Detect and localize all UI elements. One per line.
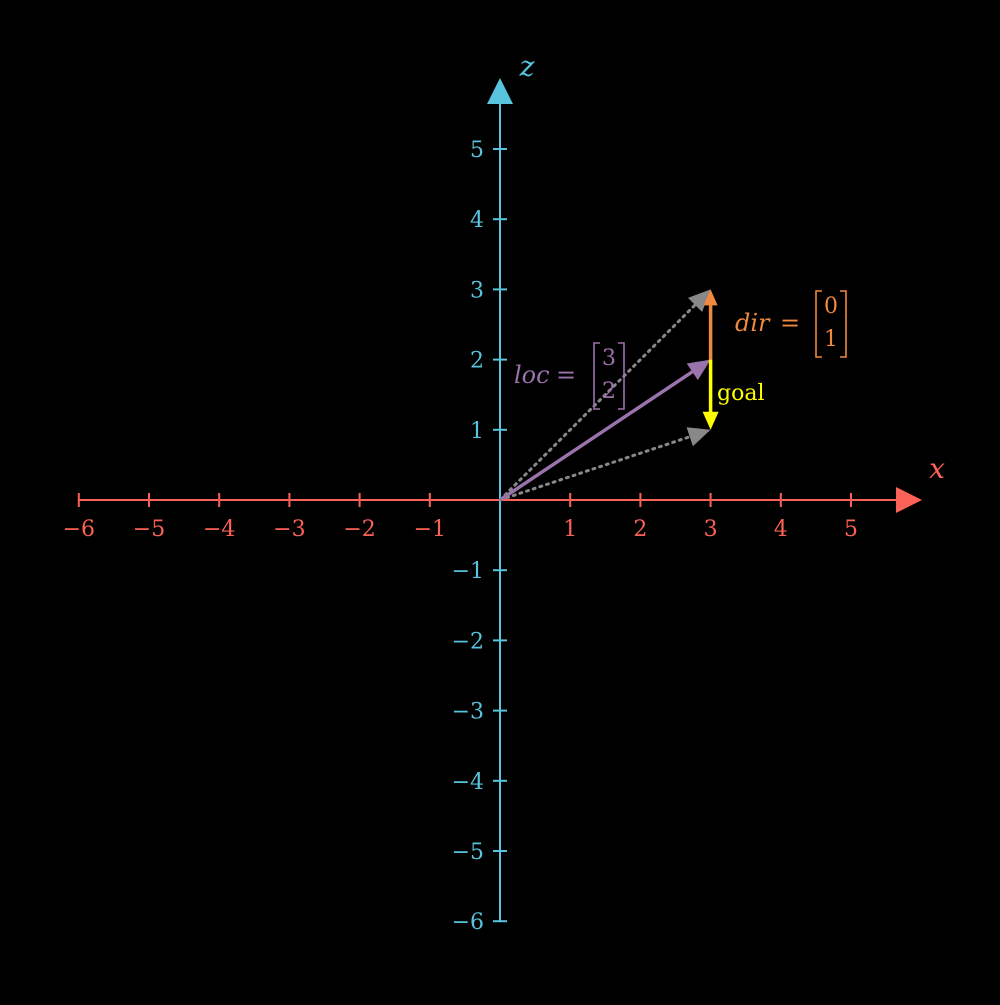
loc-matrix-left-bracket [593,342,600,410]
x-tick-label: −5 [133,517,165,542]
guide-vector-line [498,302,698,502]
z-tick-label: 2 [470,349,484,374]
dir-label-equals: = [780,309,800,337]
z-tick-label: −3 [452,700,484,725]
z-axis-label: z [519,50,535,83]
loc-label: loc = 3 2 [514,342,625,410]
z-tick-label: −1 [452,559,484,584]
guide-vectors [498,289,711,502]
dir-label-name: dir [735,309,771,337]
x-tick-label: 4 [774,517,788,542]
z-tick-label: −5 [452,840,484,865]
z-axis-ticks: 5 4 3 2 1 −1 −2 −3 −4 −5 −6 [452,138,507,935]
loc-vector [499,359,711,502]
x-tick-label: 3 [704,517,718,542]
z-tick-label: 4 [470,208,484,233]
x-tick-label: −6 [63,517,95,542]
dir-vector-arrow-icon [703,289,718,306]
guide-vector-line [498,434,694,502]
z-tick-label: 1 [470,419,484,444]
dir-matrix-entry-1: 0 [824,294,838,319]
x-axis-arrow-icon [896,487,922,513]
z-axis-arrow-icon [487,78,513,104]
guide-vector-arrow-icon [687,289,711,313]
loc-matrix-entry-2: 2 [602,379,616,404]
x-axis: −6 −5 −4 −3 −2 −1 1 2 3 4 5 x [63,452,946,542]
dir-label: dir = 0 1 [735,290,847,358]
z-tick-label: −4 [452,770,484,795]
goal-vector-arrow-icon [702,411,719,430]
dir-matrix-left-bracket [815,290,822,358]
loc-matrix-entry-1: 3 [602,346,616,371]
goal-label: goal [717,381,764,406]
x-tick-label: −2 [343,517,375,542]
loc-vector-arrow-icon [686,359,711,381]
dir-matrix-right-bracket [840,290,847,358]
loc-vector-line [499,369,695,502]
z-tick-label: −2 [452,629,484,654]
goal-vector [702,359,719,430]
z-tick-label: 5 [470,138,484,163]
x-axis-label: x [929,452,945,485]
x-tick-label: −1 [414,517,446,542]
z-tick-label: −6 [452,910,484,935]
x-tick-label: −4 [203,517,235,542]
loc-label-name: loc [514,361,550,389]
x-axis-ticks: −6 −5 −4 −3 −2 −1 1 2 3 4 5 [63,493,858,542]
loc-label-equals: = [556,361,576,389]
loc-matrix-right-bracket [618,342,625,410]
guide-vector-arrow-icon [686,427,711,447]
z-tick-label: 3 [470,278,484,303]
x-tick-label: −3 [273,517,305,542]
x-tick-label: 5 [844,517,858,542]
dir-vector [703,289,718,360]
dir-matrix-entry-2: 1 [824,327,838,352]
z-axis: 5 4 3 2 1 −1 −2 −3 −4 −5 −6 z [452,50,535,935]
x-tick-label: 2 [633,517,647,542]
x-tick-label: 1 [563,517,577,542]
